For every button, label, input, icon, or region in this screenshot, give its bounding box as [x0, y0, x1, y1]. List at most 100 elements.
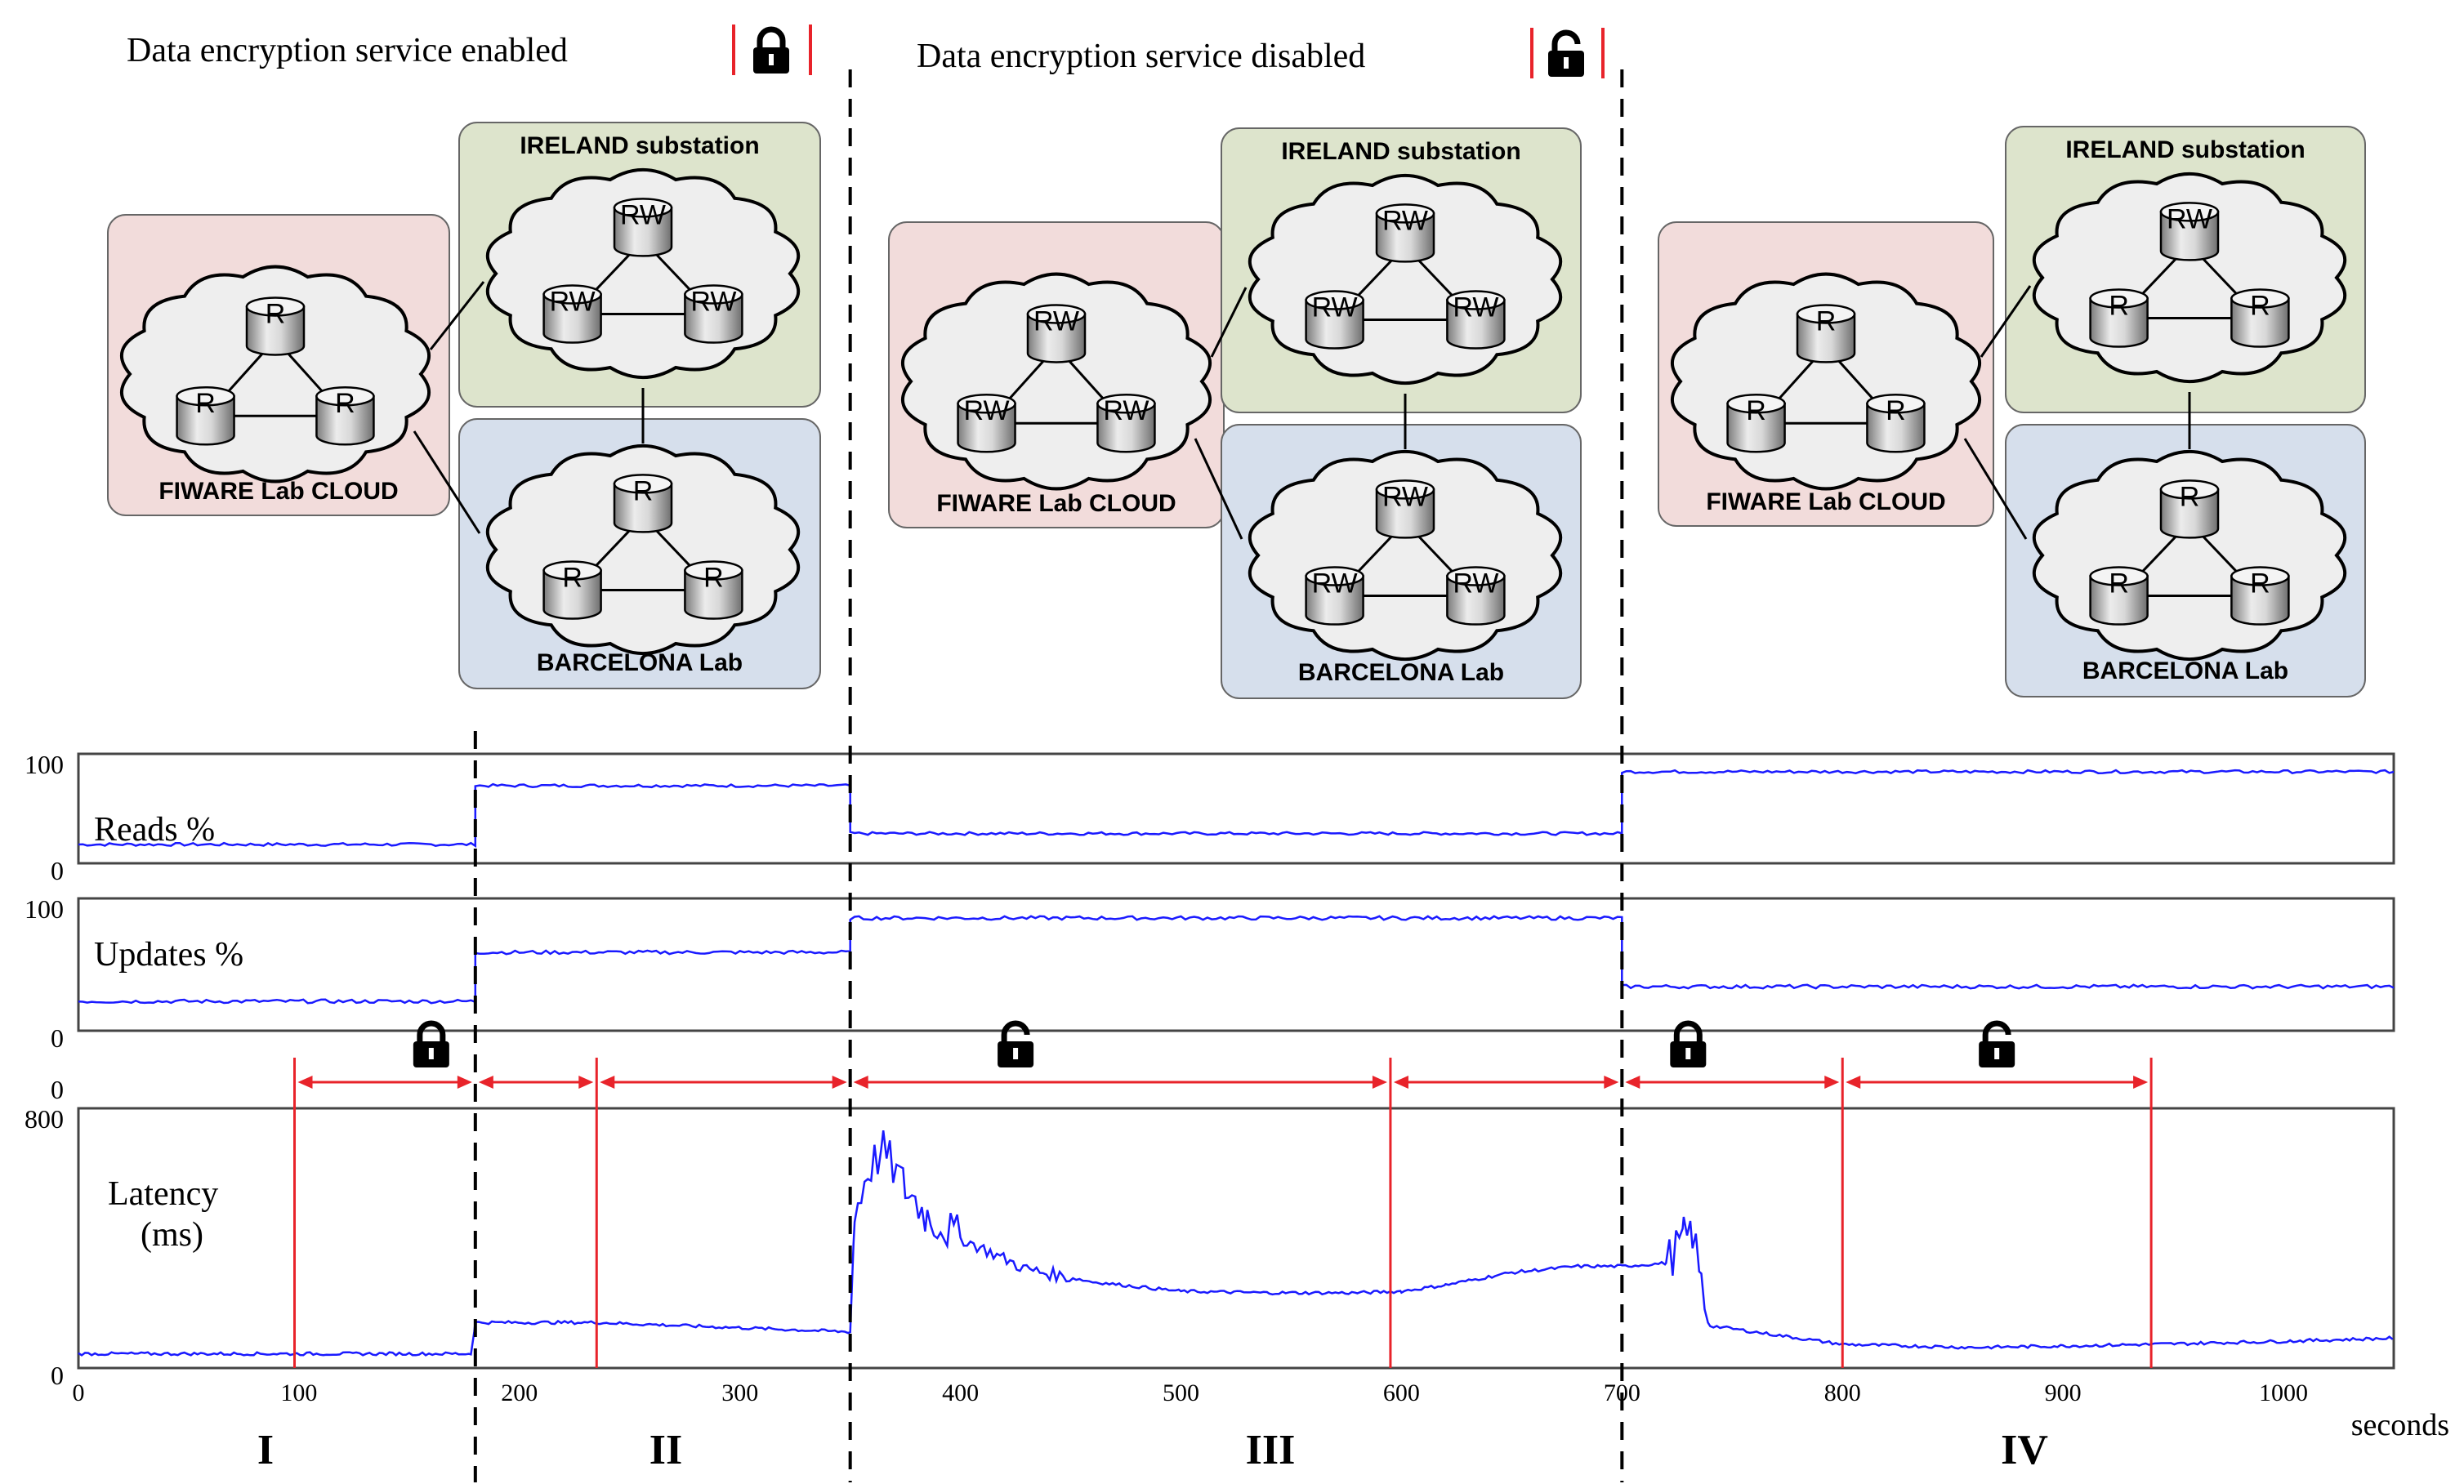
barcelona-label: BARCELONA Lab: [2082, 657, 2288, 684]
database-node: RW: [1305, 566, 1364, 626]
y-tick-label: 0: [51, 1023, 64, 1053]
barcelona-label: BARCELONA Lab: [537, 649, 743, 676]
node-label: RW: [1033, 305, 1079, 336]
database-node: RW: [1096, 393, 1156, 453]
topology-2: RW RW RW RW RW RW RW RW RW IRELAND substationFIWA…: [888, 127, 1582, 699]
node-label: R: [1816, 305, 1837, 336]
database-node: R: [2230, 566, 2290, 626]
range-arrow: [1625, 1076, 1840, 1089]
phase-dividers: [473, 69, 1624, 1482]
y-tick-label: 0: [51, 1075, 64, 1104]
node-label: R: [195, 388, 216, 419]
node-label: RW: [690, 287, 736, 318]
node-label: R: [562, 563, 583, 594]
database-node: R: [1726, 393, 1786, 453]
database-node: R: [1796, 304, 1856, 363]
fiware-label: FIWARE Lab CLOUD: [936, 490, 1176, 517]
node-label: R: [2180, 481, 2200, 512]
phase-label: II: [649, 1427, 682, 1473]
y-axis-label: Latency: [108, 1175, 218, 1213]
y-axis-label-unit: (ms): [141, 1216, 203, 1254]
legend-disabled-text: Data encryption service disabled: [917, 38, 1365, 75]
phase-label: IV: [2001, 1427, 2048, 1473]
database-node: RW: [1446, 290, 1506, 350]
x-tick-label: 500: [1163, 1379, 1199, 1406]
y-axis-label: Updates %: [94, 936, 243, 974]
node-label: R: [2109, 291, 2129, 322]
fiware-label: FIWARE Lab CLOUD: [158, 478, 398, 505]
database-node: R: [542, 560, 602, 620]
database-node: RW: [542, 284, 602, 344]
lock-closed-icon: [753, 26, 789, 74]
database-node: RW: [957, 393, 1016, 453]
database-node: R: [684, 560, 743, 620]
x-tick-label: 200: [501, 1379, 538, 1406]
node-label: R: [266, 298, 286, 329]
lock-open-icon: [1979, 1020, 2015, 1067]
node-label: RW: [1382, 481, 1428, 512]
database-node: R: [2089, 566, 2149, 626]
x-tick-label: 300: [721, 1379, 758, 1406]
y-axis-label: Reads %: [94, 811, 215, 849]
y-tick-label: 800: [25, 1104, 64, 1134]
node-label: R: [1746, 395, 1766, 426]
lock-open-icon: [998, 1020, 1034, 1067]
lock-open-icon: [1548, 29, 1584, 77]
range-arrow: [600, 1076, 847, 1089]
x-tick-label: 1000: [2259, 1379, 2308, 1406]
database-node: R: [613, 474, 673, 533]
chart-updates: 100 0 Updates %: [25, 894, 2395, 1053]
node-label: R: [2250, 291, 2270, 322]
y-tick-label: 0: [51, 856, 64, 885]
series-line: [78, 1130, 2394, 1357]
x-tick-label: 100: [280, 1379, 317, 1406]
series-line: [78, 769, 2395, 848]
node-label: R: [2250, 568, 2270, 599]
node-label: RW: [1312, 292, 1358, 323]
database-node: R: [2230, 288, 2290, 348]
database-node: R: [315, 385, 375, 446]
plot-frame: [77, 1107, 2395, 1370]
range-arrow: [1846, 1076, 2149, 1089]
node-label: RW: [1382, 205, 1428, 236]
range-arrow: [853, 1076, 1387, 1089]
database-node: R: [2089, 288, 2149, 348]
ireland-label: IRELAND substation: [1281, 138, 1520, 165]
database-node: RW: [1375, 203, 1435, 263]
x-axis-label: seconds: [2351, 1408, 2449, 1442]
database-node: RW: [684, 284, 743, 344]
lock-closed-icon: [413, 1020, 449, 1067]
phase-label: I: [257, 1427, 274, 1473]
database-node: RW: [1026, 304, 1087, 363]
x-tick-label: 600: [1383, 1379, 1420, 1406]
x-tick-label: 0: [73, 1379, 85, 1406]
y-tick-label: 0: [51, 1361, 64, 1390]
database-node: R: [245, 296, 306, 356]
node-label: RW: [620, 199, 666, 230]
database-node: RW: [1446, 566, 1506, 626]
node-label: R: [2109, 568, 2129, 599]
fiware-label: FIWARE Lab CLOUD: [1706, 488, 1945, 515]
y-tick-label: 100: [25, 894, 64, 924]
range-arrow: [1393, 1076, 1619, 1089]
x-tick-label: 800: [1824, 1379, 1861, 1406]
phase-label: III: [1246, 1427, 1296, 1473]
database-node: RW: [1305, 290, 1364, 350]
plot-frame: [77, 897, 2395, 1032]
range-arrow: [478, 1076, 594, 1089]
node-label: RW: [1103, 395, 1149, 426]
node-label: RW: [1312, 568, 1358, 599]
series-line: [78, 915, 2395, 1005]
node-label: RW: [550, 287, 596, 318]
database-node: RW: [1375, 479, 1435, 539]
node-label: R: [633, 475, 654, 506]
legend: Data encryption service enabled Data enc…: [127, 25, 1605, 78]
y-tick-label: 100: [25, 750, 64, 779]
